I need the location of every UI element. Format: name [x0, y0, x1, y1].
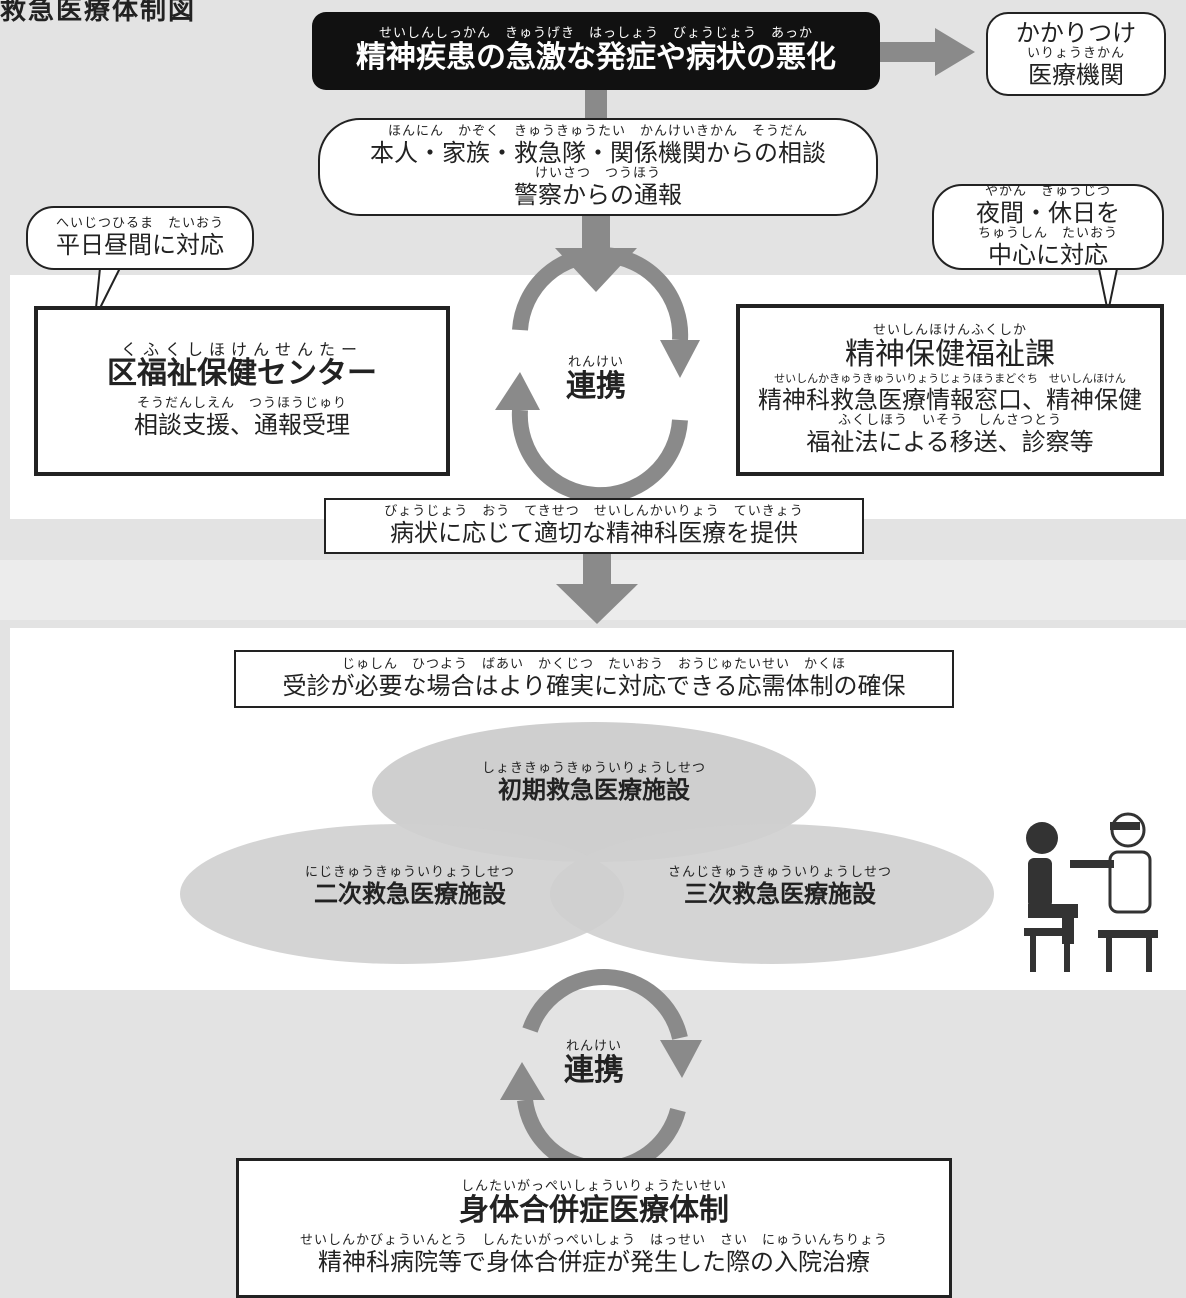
ellipse-primary [372, 722, 816, 862]
consult-ruby1: ほんにん かぞく きゅうきゅうたい かんけいきかん そうだん [387, 124, 808, 139]
night-ruby2: ちゅうしん たいおう [977, 226, 1118, 241]
cycle-upper-arrowhead-right [660, 340, 700, 378]
night-holiday-bubble: やかん きゅうじつ 夜間・休日を ちゅうしん たいおう 中心に対応 [932, 184, 1164, 270]
mental-line2: 精神科救急医療情報窓口、精神保健 [758, 386, 1142, 414]
facility-secondary-ruby: にじきゅうきゅういりょうしせつ [304, 865, 515, 880]
ensure-ruby: じゅしん ひつよう ばあい かくじつ たいおう おうじゅたいせい かくほ [341, 657, 846, 672]
facility-secondary-label: にじきゅうきゅういりょうしせつ 二次救急医療施設 [260, 865, 560, 909]
family-clinic-box: かかりつけ いりょうきかん 医療機関 [986, 12, 1166, 96]
arrow-provide-down [556, 552, 638, 624]
mental-ruby: せいしんほけんふくしか [872, 323, 1027, 338]
ward-welfare-center-box: くふくしほけんせんたー 区福祉保健センター そうだんしえん つうほうじゅり 相談… [34, 306, 450, 476]
night-line1: 夜間・休日を [976, 199, 1120, 227]
page-title: 救急医療体制図 [0, 0, 197, 26]
ensure-readiness-box: じゅしん ひつよう ばあい かくじつ たいおう おうじゅたいせい かくほ 受診が… [234, 650, 954, 708]
facility-tertiary-ruby: さんじきゅうきゅういりょうしせつ [667, 865, 892, 880]
ward-ruby: くふくしほけんせんたー [120, 340, 363, 359]
facility-primary-text: 初期救急医療施設 [498, 776, 690, 804]
weekday-text: 平日昼間に対応 [56, 231, 224, 259]
link-lower-text: 連携 [564, 1053, 624, 1088]
acute-onset-box: せいしんしっかん きゅうげき はっしょう びょうじょう あっか 精神疾患の急激な… [312, 12, 880, 90]
facility-tertiary-text: 三次救急医療施設 [684, 880, 876, 908]
arrow-to-clinic [880, 28, 975, 76]
ensure-text: 受診が必要な場合はより確実に対応できる応需体制の確保 [282, 672, 906, 700]
ellipse-secondary [180, 824, 624, 964]
night-ruby1: やかん きゅうじつ [984, 184, 1111, 199]
link-upper-label: れんけい 連携 [554, 356, 638, 404]
mental-ruby2: せいしんかきゅうきゅういりょうじょうほうまどぐち せいしんほけん [774, 372, 1126, 385]
physical-title: 身体合併症医療体制 [459, 1193, 729, 1228]
link-lower-ruby: れんけい [565, 1039, 622, 1054]
physical-ruby: しんたいがっぺいしょういりょうたいせい [460, 1179, 727, 1194]
physical-comorbidity-box: しんたいがっぺいしょういりょうたいせい 身体合併症医療体制 せいしんかびょういん… [236, 1158, 952, 1298]
cycle-lower-arrowhead-right [660, 1040, 702, 1078]
link-upper-text: 連携 [566, 369, 626, 404]
physical-sub-ruby: せいしんかびょういんとう しんたいがっぺいしょう はっせい さい にゅういんちり… [299, 1233, 888, 1248]
weekday-ruby: へいじつひるま たいおう [55, 216, 224, 231]
provide-text: 病状に応じて適切な精神科医療を提供 [390, 519, 798, 547]
doctor-patient-illustration [1024, 812, 1158, 972]
acute-onset-ruby: せいしんしっかん きゅうげき はっしょう びょうじょう あっか [378, 26, 813, 41]
physical-sub: 精神科病院等で身体合併症が発生した際の入院治療 [318, 1248, 870, 1276]
night-line2: 中心に対応 [988, 241, 1108, 269]
cycle-upper-arrowhead-left [495, 372, 540, 410]
facility-tertiary-label: さんじきゅうきゅういりょうしせつ 三次救急医療施設 [630, 865, 930, 909]
facility-primary-label: しょききゅうきゅういりょうしせつ 初期救急医療施設 [444, 761, 744, 805]
clinic-line1: かかりつけ [1015, 19, 1137, 47]
provide-care-box: びょうじょう おう てきせつ せいしんかいりょう ていきょう 病状に応じて適切な… [324, 498, 864, 554]
consultation-box: ほんにん かぞく きゅうきゅうたい かんけいきかん そうだん 本人・家族・救急隊… [318, 118, 878, 216]
facility-secondary-text: 二次救急医療施設 [314, 880, 506, 908]
ward-title: 区福祉保健センター [107, 356, 377, 391]
clinic-ruby: いりょうきかん [1026, 46, 1125, 61]
provide-ruby: びょうじょう おう てきせつ せいしんかいりょう ていきょう [384, 504, 804, 519]
link-cycle-upper [511, 246, 689, 504]
link-lower-label: れんけい 連携 [552, 1040, 636, 1088]
mental-line3: 福祉法による移送、診察等 [806, 428, 1094, 456]
mental-ruby3: ふくしほう いそう しんさつとう [837, 413, 1062, 428]
mental-title: 精神保健福祉課 [845, 337, 1055, 372]
consult-line2: 警察からの通報 [514, 181, 682, 209]
ward-sub: 相談支援、通報受理 [134, 411, 350, 439]
facility-primary-ruby: しょききゅうきゅういりょうしせつ [481, 761, 706, 776]
acute-onset-text: 精神疾患の急激な発症や病状の悪化 [356, 40, 836, 75]
link-upper-ruby: れんけい [567, 355, 624, 370]
weekday-bubble: へいじつひるま たいおう 平日昼間に対応 [26, 206, 254, 270]
consult-line1: 本人・家族・救急隊・関係機関からの相談 [370, 139, 826, 167]
ellipse-tertiary [550, 824, 994, 964]
mental-health-welfare-box: せいしんほけんふくしか 精神保健福祉課 せいしんかきゅうきゅういりょうじょうほう… [736, 304, 1164, 476]
consult-ruby2: けいさつ つうほう [534, 166, 661, 181]
clinic-line2: 医療機関 [1028, 61, 1124, 89]
cycle-lower-arrowhead-left [500, 1062, 545, 1100]
ward-sub-ruby: そうだんしえん つうほうじゅり [136, 396, 347, 411]
